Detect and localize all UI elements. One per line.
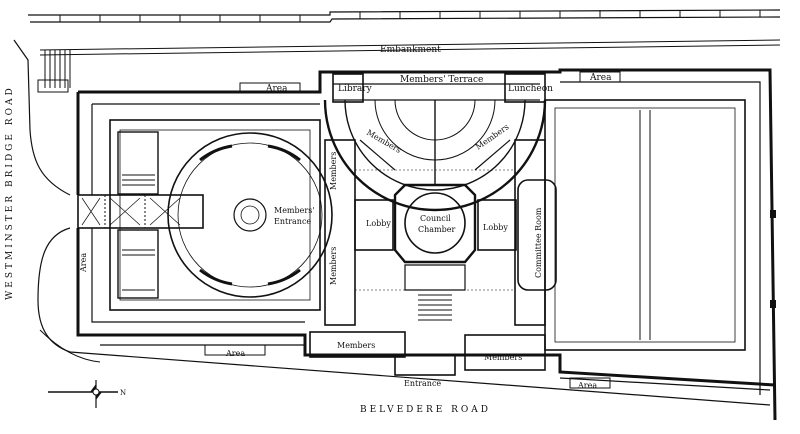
label-members-lower: Members xyxy=(329,247,338,285)
label-members-terrace: Members' Terrace xyxy=(400,75,483,85)
label-luncheon: Luncheon xyxy=(508,84,553,94)
label-members-upper: Members xyxy=(329,152,338,190)
label-members-bottom-left: Members xyxy=(337,341,375,350)
label-council: Council xyxy=(420,214,451,223)
terrace-wing xyxy=(323,73,547,212)
circular-court xyxy=(167,132,333,298)
label-belvedere-road: BELVEDERE ROAD xyxy=(360,405,491,415)
label-library: Library xyxy=(338,84,373,94)
label-committee-room: Committee Room xyxy=(534,207,543,278)
label-members-entrance-2: Entrance xyxy=(274,217,311,226)
embankment-strip xyxy=(28,9,781,93)
label-area-bottom-right: Area xyxy=(577,381,597,390)
central-block xyxy=(324,139,557,326)
label-area-top-left: Area xyxy=(265,84,288,94)
label-area-left: Area xyxy=(79,253,88,273)
west-entrance xyxy=(77,131,204,299)
label-chamber: Chamber xyxy=(418,225,455,234)
label-members-entrance-1: Members' xyxy=(274,206,315,215)
label-area-bottom-left: Area xyxy=(225,349,245,358)
north-arrow-label: N xyxy=(120,389,126,397)
westminster-road-edge xyxy=(13,39,71,196)
south-range xyxy=(100,71,771,391)
label-lobby-left: Lobby xyxy=(366,219,391,228)
label-lobby-right: Lobby xyxy=(483,223,508,232)
outer-wall xyxy=(76,68,777,421)
label-embankment: Embankment xyxy=(380,45,441,55)
label-area-top-right: Area xyxy=(589,73,612,83)
label-members-arc-right: Members xyxy=(474,122,511,151)
label-entrance: Entrance xyxy=(404,379,441,388)
north-arrow-icon: N xyxy=(48,380,126,408)
label-westminster-bridge-road: WESTMINSTER BRIDGE ROAD xyxy=(5,85,15,300)
label-members-bottom-right: Members xyxy=(484,353,522,362)
